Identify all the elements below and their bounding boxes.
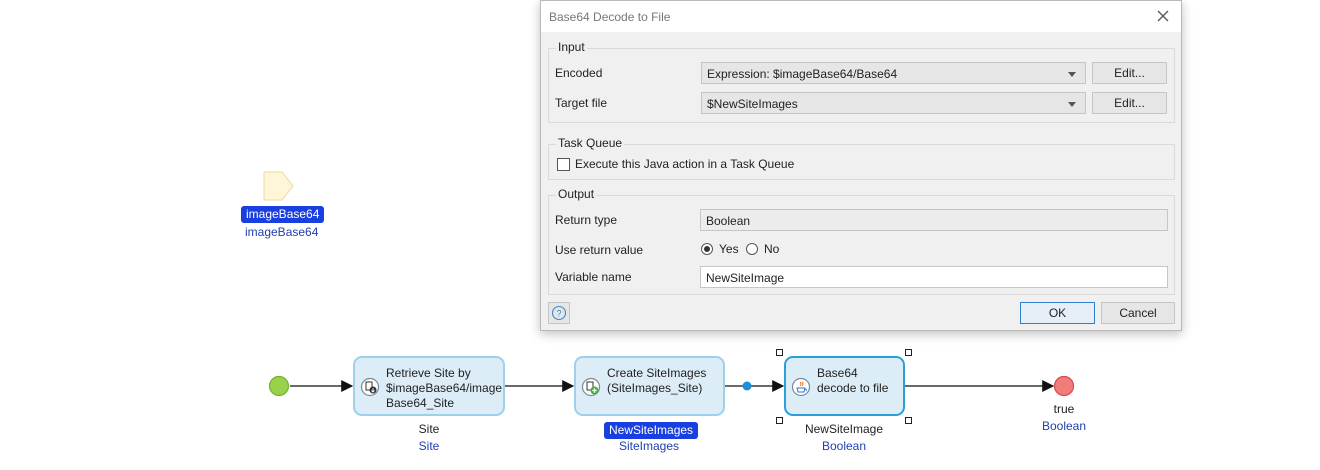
task-queue-checkbox-label[interactable]: Execute this Java action in a Task Queue xyxy=(575,157,795,171)
parameter-icon[interactable] xyxy=(262,171,296,203)
no-radio-label[interactable]: No xyxy=(764,242,780,256)
dialog-title: Base64 Decode to File xyxy=(549,10,671,24)
return-type-value: Boolean xyxy=(706,214,751,228)
yes-radio-label[interactable]: Yes xyxy=(719,242,739,256)
variable-name-value: NewSiteImage xyxy=(706,271,785,285)
svg-text:?: ? xyxy=(556,309,561,319)
resize-handle-nw[interactable] xyxy=(776,349,783,356)
activity-create-siteimages[interactable]: Create SiteImages (SiteImages_Site) xyxy=(574,356,725,416)
edit-encoded-button[interactable]: Edit... xyxy=(1092,62,1167,84)
activity-output-var: Site xyxy=(418,422,440,436)
java-action-icon xyxy=(791,377,811,397)
activity-base64-decode[interactable]: Base64 decode to file xyxy=(784,356,905,416)
encoded-value: Expression: $imageBase64/Base64 xyxy=(707,67,898,81)
encoded-label: Encoded xyxy=(555,66,603,80)
variable-name-input[interactable]: NewSiteImage xyxy=(700,266,1168,288)
end-event[interactable] xyxy=(1053,375,1077,399)
activity-output-type: SiteImages xyxy=(618,439,680,453)
activity-output-type: Boolean xyxy=(821,439,867,453)
retrieve-icon xyxy=(360,377,380,397)
return-type-label: Return type xyxy=(555,213,618,227)
input-group-label: Input xyxy=(556,40,587,54)
activity-label: Base64 decode to file xyxy=(817,366,889,395)
activity-output-var[interactable]: NewSiteImages xyxy=(604,422,699,439)
task-queue-checkbox[interactable] xyxy=(557,158,570,171)
end-event-type: Boolean xyxy=(1041,419,1087,433)
cancel-button[interactable]: Cancel xyxy=(1101,302,1175,324)
no-radio[interactable] xyxy=(746,243,758,255)
close-icon[interactable] xyxy=(1153,6,1173,26)
yes-radio[interactable] xyxy=(701,243,713,255)
output-group xyxy=(548,195,1175,295)
target-file-label: Target file xyxy=(555,96,608,110)
activity-label: Retrieve Site by $imageBase64/image Base… xyxy=(386,366,503,410)
encoded-dropdown[interactable]: Expression: $imageBase64/Base64 xyxy=(701,62,1086,84)
activity-retrieve-site[interactable]: Retrieve Site by $imageBase64/image Base… xyxy=(353,356,505,416)
task-queue-label: Task Queue xyxy=(556,136,625,150)
activity-output-type: Site xyxy=(418,439,440,453)
return-type-field: Boolean xyxy=(700,209,1168,231)
input-group xyxy=(548,48,1175,123)
dialog-titlebar: Base64 Decode to File xyxy=(541,1,1181,32)
activity-output-var: NewSiteImage xyxy=(804,422,884,436)
resize-handle-ne[interactable] xyxy=(905,349,912,356)
end-event-value: true xyxy=(1053,402,1075,416)
chevron-down-icon xyxy=(1068,72,1076,77)
output-group-label: Output xyxy=(556,187,597,201)
parameter-type-label: imageBase64 xyxy=(245,225,319,239)
help-icon: ? xyxy=(551,305,567,321)
connector-dot xyxy=(742,381,752,391)
java-action-dialog: Base64 Decode to File Input Encoded Expr… xyxy=(540,0,1182,331)
resize-handle-sw[interactable] xyxy=(776,417,783,424)
start-event[interactable] xyxy=(268,375,292,399)
target-file-value: $NewSiteImages xyxy=(707,97,798,111)
edit-target-button[interactable]: Edit... xyxy=(1092,92,1167,114)
chevron-down-icon xyxy=(1068,102,1076,107)
parameter-name-tag[interactable]: imageBase64 xyxy=(241,206,325,223)
ok-button[interactable]: OK xyxy=(1020,302,1095,324)
target-file-dropdown[interactable]: $NewSiteImages xyxy=(701,92,1086,114)
create-object-icon xyxy=(581,377,601,397)
resize-handle-se[interactable] xyxy=(905,417,912,424)
use-return-value-label: Use return value xyxy=(555,243,644,257)
activity-label: Create SiteImages (SiteImages_Site) xyxy=(607,366,707,395)
task-queue-group xyxy=(548,144,1175,180)
variable-name-label: Variable name xyxy=(555,270,632,284)
help-button[interactable]: ? xyxy=(548,302,570,324)
